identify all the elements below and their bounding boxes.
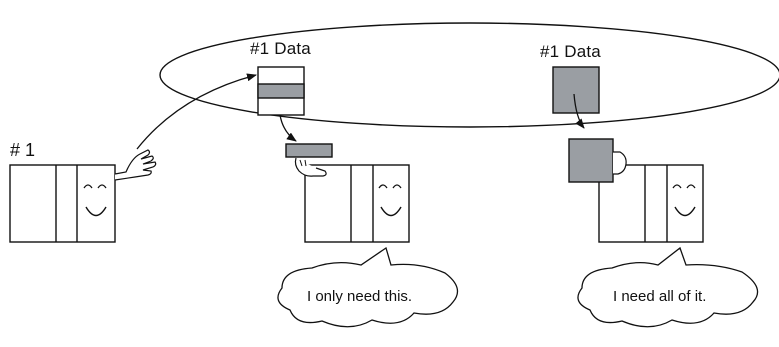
sender-face-icon bbox=[83, 184, 107, 217]
receiver-face-icon-full bbox=[672, 184, 696, 217]
received-data-block-full bbox=[568, 138, 614, 183]
selected-data-block bbox=[257, 83, 305, 99]
send-arrow bbox=[136, 73, 257, 150]
sender-node bbox=[9, 149, 157, 243]
sender-hand-icon bbox=[114, 149, 157, 181]
speech-text-right: I need all of it. bbox=[613, 288, 707, 305]
receiver-node-partial bbox=[285, 143, 410, 243]
speech-cloud-left bbox=[277, 246, 459, 328]
receiver-face-icon-partial bbox=[378, 184, 402, 217]
extract-arrow-partial bbox=[279, 114, 297, 142]
data-label-right: #1 Data bbox=[540, 42, 601, 61]
network-ring bbox=[159, 22, 779, 128]
data-frame bbox=[257, 66, 305, 116]
receiver-node-full bbox=[568, 138, 704, 243]
sender-node-label: # 1 bbox=[10, 140, 36, 160]
receiver-hand-icon-full bbox=[613, 151, 627, 175]
extract-arrow-full bbox=[573, 93, 585, 129]
received-data-block-partial bbox=[285, 143, 333, 158]
speech-text-left: I only need this. bbox=[307, 288, 413, 305]
data-label-left: #1 Data bbox=[250, 39, 311, 58]
speech-cloud-right bbox=[577, 246, 759, 328]
receiver-hand-icon-partial bbox=[294, 157, 327, 177]
